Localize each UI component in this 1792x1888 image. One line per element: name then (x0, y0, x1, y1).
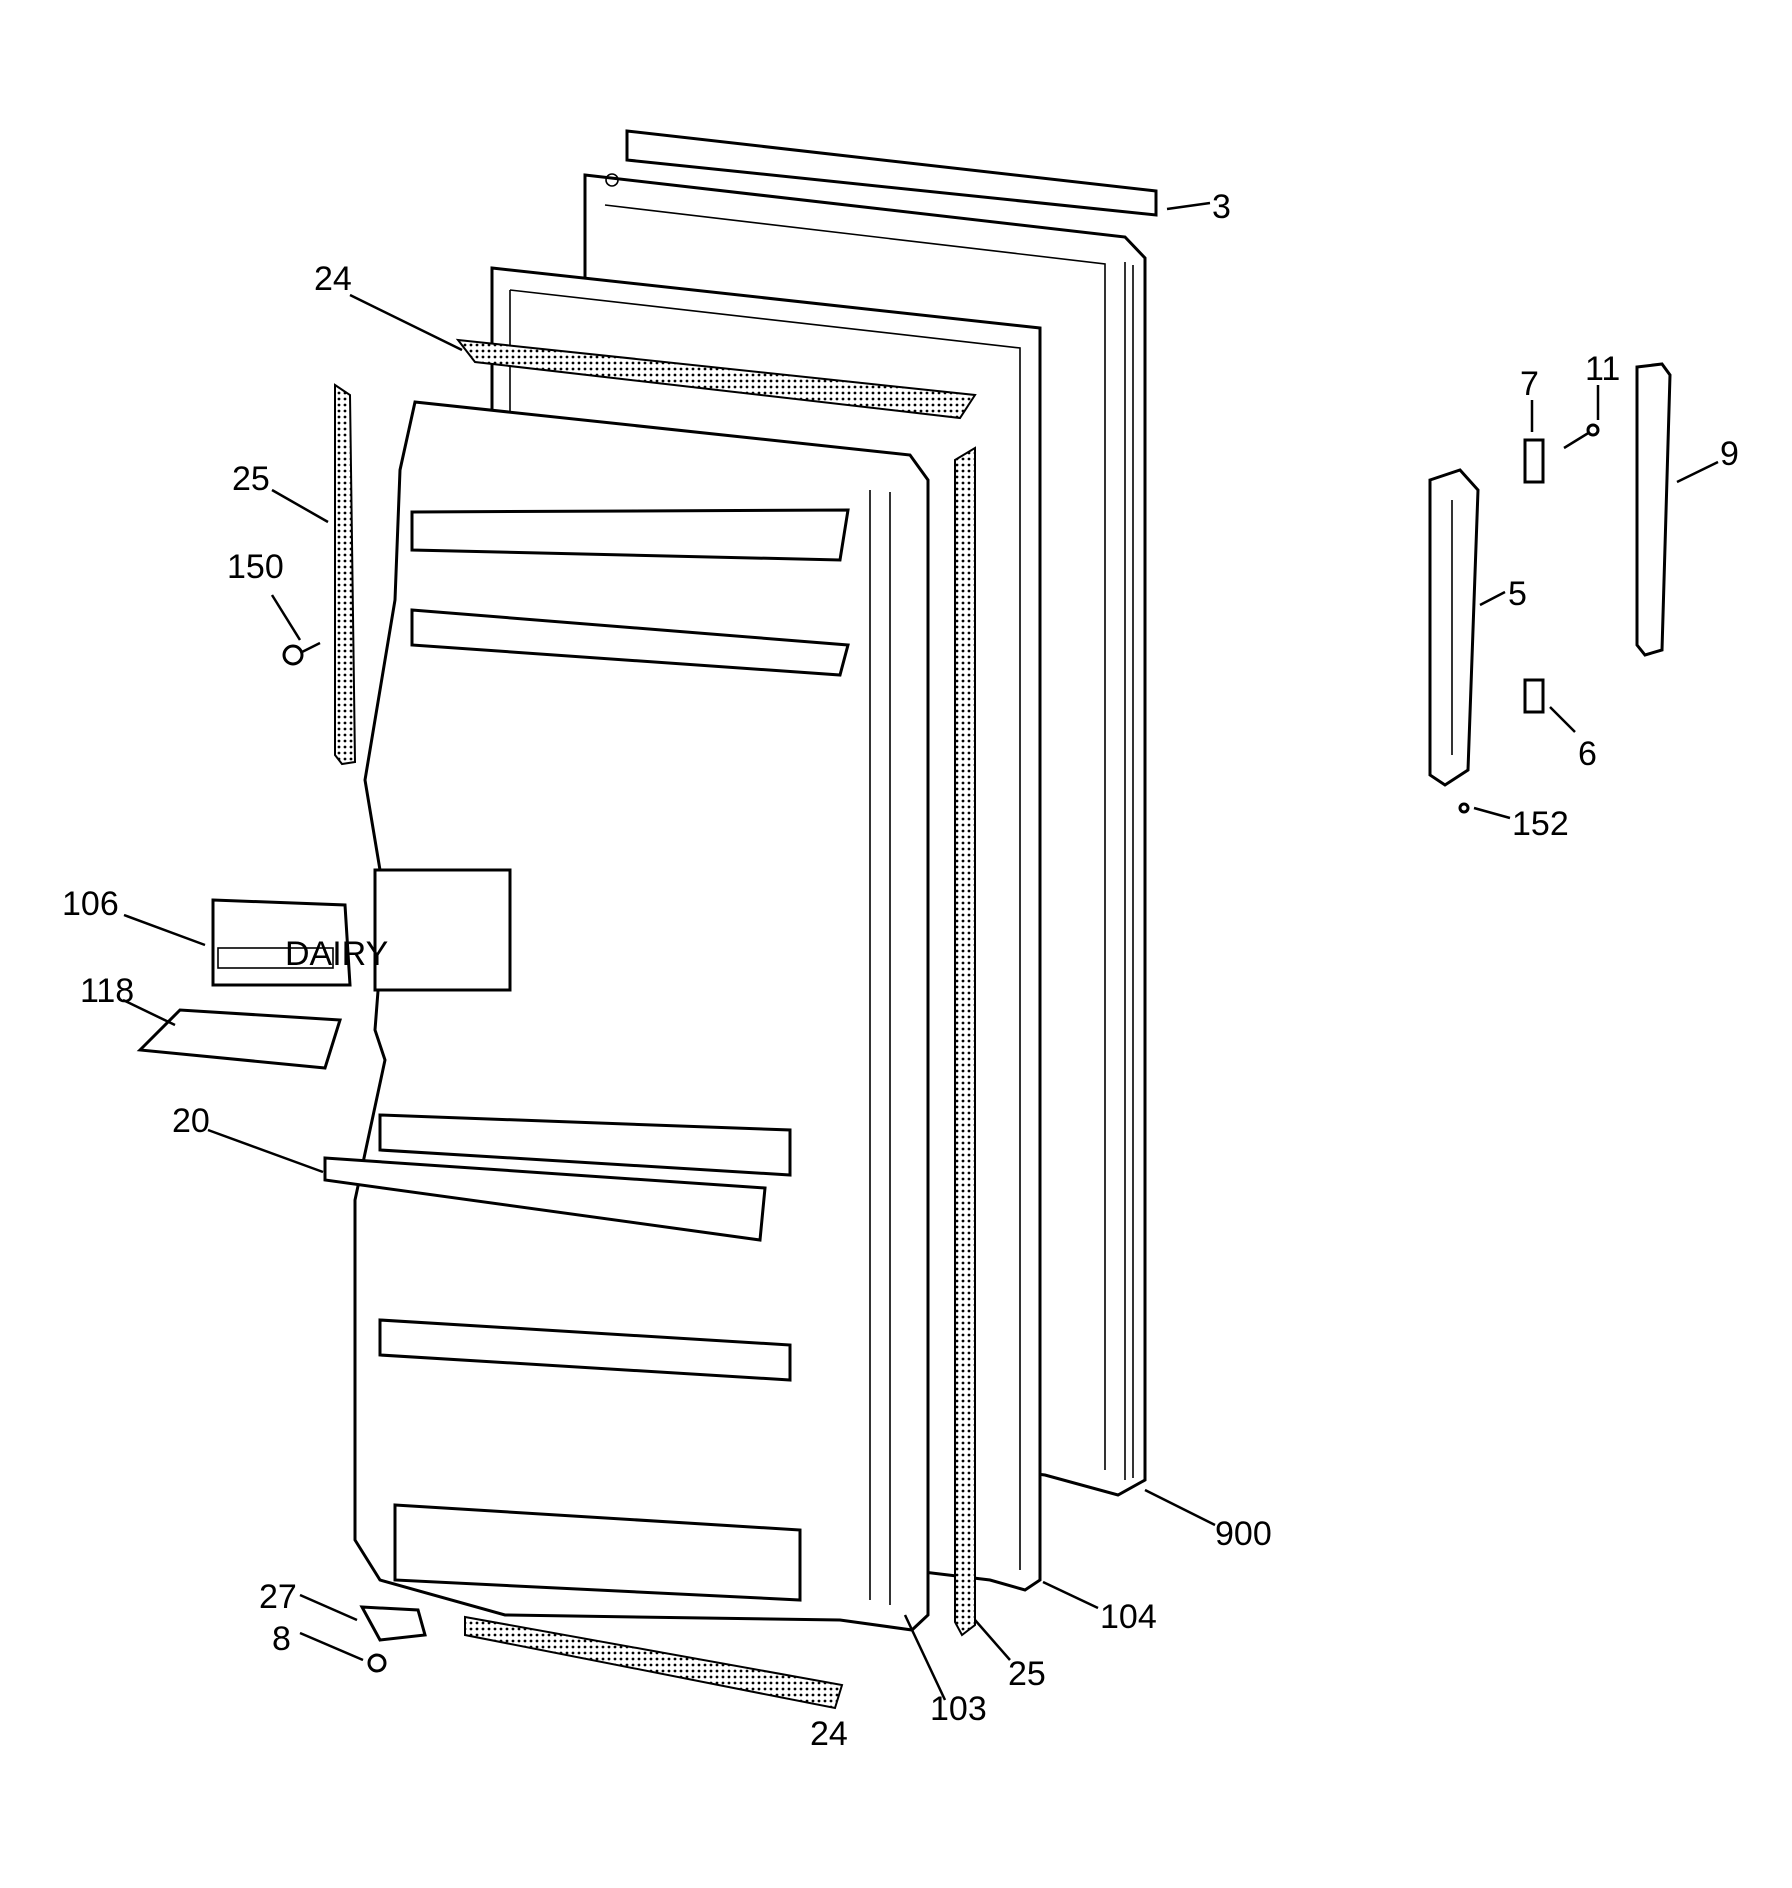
top-trim-strip (625, 129, 1158, 217)
inner-door-liner (353, 400, 930, 1632)
callout-152: 152 (1512, 805, 1569, 843)
handle-trim (1635, 362, 1672, 657)
callout-7: 7 (1520, 365, 1539, 403)
callout-118: 118 (80, 972, 134, 1010)
left-vertical-gasket-strip (334, 383, 357, 766)
callout-8: 8 (272, 1620, 291, 1658)
handle (1428, 468, 1480, 787)
callout-104: 104 (1100, 1598, 1157, 1636)
bottom-handle-bracket (1523, 678, 1545, 714)
handle-screw (1563, 423, 1600, 450)
right-vertical-gasket-strip (954, 446, 976, 1637)
callout-103: 103 (930, 1690, 987, 1728)
bottom-horizontal-gasket-strip (464, 1615, 844, 1710)
dairy-bin-label: DAIRY (285, 935, 388, 973)
handle-plug (1458, 802, 1470, 814)
top-horizontal-gasket-strip (455, 338, 977, 420)
callout-3: 3 (1212, 188, 1231, 226)
hinge-bracket (359, 1605, 427, 1642)
callout-9: 9 (1720, 435, 1739, 473)
callout-25-bottom: 25 (1008, 1655, 1046, 1693)
callout-900: 900 (1215, 1515, 1272, 1553)
callout-27: 27 (259, 1578, 297, 1616)
callout-11: 11 (1585, 350, 1620, 388)
callout-6: 6 (1578, 735, 1597, 773)
leader-lines (122, 201, 1719, 1701)
dairy-tray (136, 1008, 343, 1070)
screw-150 (282, 641, 321, 666)
callout-5: 5 (1508, 575, 1527, 613)
callout-25-left: 25 (232, 460, 270, 498)
callout-20: 20 (172, 1102, 210, 1140)
callout-106: 106 (62, 885, 119, 923)
hinge-screw (367, 1653, 387, 1673)
dairy-compartment-door: DAIRY (211, 898, 388, 987)
callout-150: 150 (227, 548, 284, 586)
callout-labels: 3 24 25 150 106 118 20 27 8 24 103 25 10… (62, 188, 1739, 1753)
door-bar (323, 1156, 767, 1242)
callout-24-top: 24 (314, 260, 352, 298)
callout-24-bottom: 24 (810, 1715, 848, 1753)
top-handle-bracket (1523, 438, 1545, 484)
